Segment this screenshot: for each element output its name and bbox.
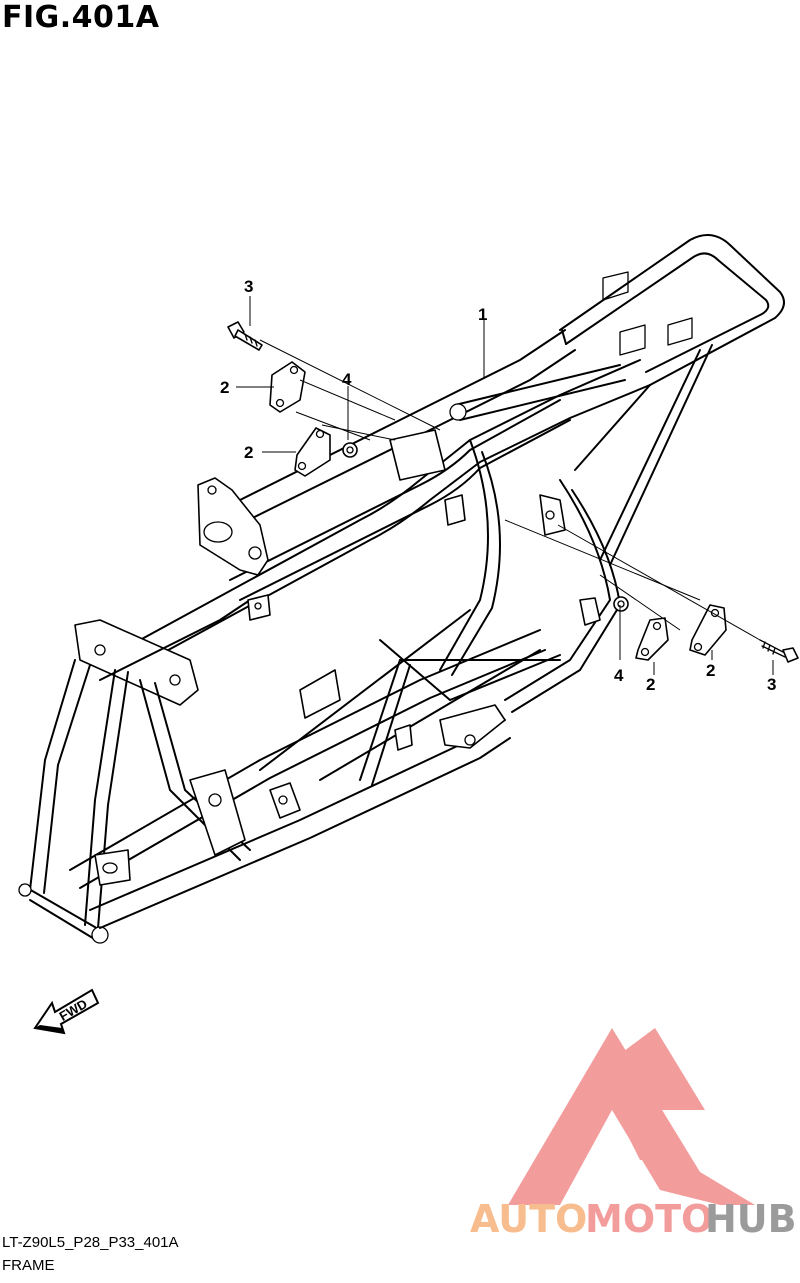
callout-2-lower-right: 2 (646, 675, 655, 694)
fwd-arrow-icon: FWD (33, 988, 100, 1035)
callout-2-lower-left: 2 (244, 443, 253, 462)
watermark-word-auto: AUTO (470, 1197, 587, 1241)
leader-lines (236, 296, 774, 675)
nut-left (342, 442, 358, 458)
bracket-upper-left (269, 361, 306, 413)
watermark-word-hub: HUB (705, 1197, 797, 1241)
callout-4-left: 4 (342, 370, 352, 389)
watermark-logo: AUTO MOTO HUB (470, 1028, 797, 1241)
diagram-name: FRAME (2, 1257, 55, 1274)
callout-2-upper-right: 2 (706, 661, 715, 680)
diagram-code: LT-Z90L5_P28_P33_401A (2, 1234, 179, 1251)
bolt-upper-left (227, 321, 263, 351)
callout-2-upper-left: 2 (220, 378, 229, 397)
triangle-logo-icon (508, 1028, 755, 1205)
nut-right (613, 596, 629, 612)
callout-4-right: 4 (614, 666, 624, 685)
callout-1: 1 (478, 305, 487, 324)
bracket-upper-right (689, 604, 727, 656)
figure-title: FIG.401A (2, 0, 160, 35)
frame-main (18, 234, 785, 944)
bracket-lower-left (294, 427, 331, 477)
bracket-lower-right (635, 617, 669, 661)
callout-3-right: 3 (767, 675, 776, 694)
watermark-word-moto: MOTO (585, 1197, 713, 1241)
bolt-right (759, 639, 799, 663)
callout-3-upper: 3 (244, 277, 253, 296)
